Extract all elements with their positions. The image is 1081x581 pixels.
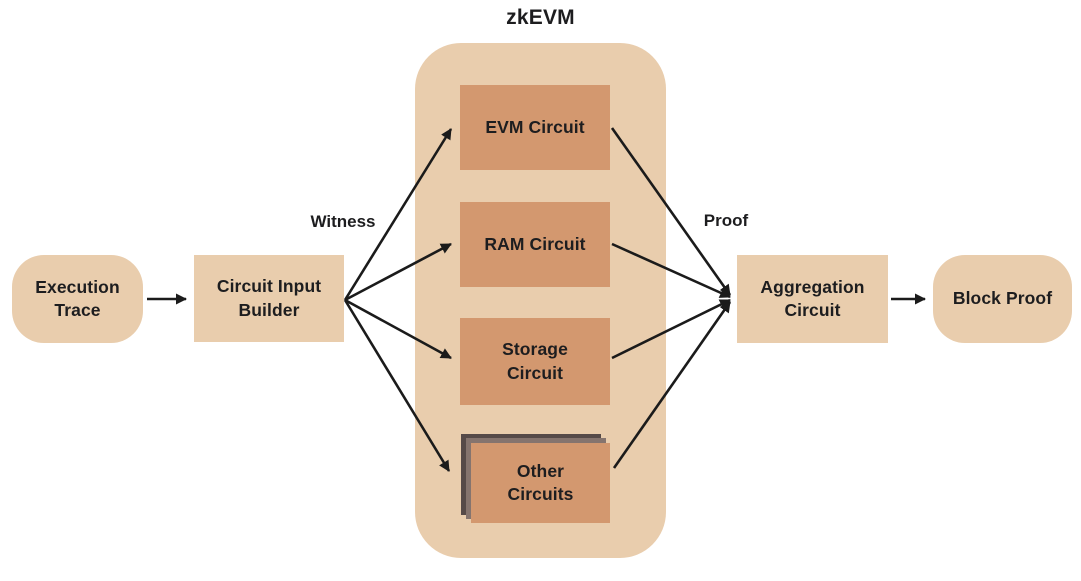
node-label-line: Aggregation — [760, 276, 865, 297]
node-label-line: Other — [516, 460, 565, 481]
node-storage-circuit: Storage Circuit — [460, 318, 610, 405]
edge-label-proof: Proof — [703, 211, 749, 230]
node-label-line: EVM Circuit — [485, 116, 585, 137]
node-ram-circuit: RAM Circuit — [460, 202, 610, 287]
node-label-line: Circuits — [507, 484, 574, 504]
node-label-line: Circuit — [506, 362, 564, 383]
node-execution-trace: Execution Trace — [12, 255, 143, 343]
node-other-circuits: Other Circuits — [471, 443, 610, 523]
node-evm-circuit: EVM Circuit — [460, 85, 610, 170]
node-label-line: RAM Circuit — [484, 233, 586, 254]
node-label-line: Block Proof — [952, 288, 1053, 309]
node-label-line: Storage — [502, 339, 568, 360]
node-label-line: Builder — [238, 299, 300, 320]
node-label-line: Trace — [54, 300, 101, 320]
node-label-line: Circuit — [784, 300, 841, 320]
node-label-line: Execution — [35, 276, 120, 297]
edge-label-witness: Witness — [310, 212, 376, 231]
node-block-proof: Block Proof — [933, 255, 1072, 343]
node-circuit-input-builder: Circuit Input Builder — [194, 255, 344, 342]
node-label-line: Circuit Input — [216, 276, 322, 297]
node-aggregation-circuit: Aggregation Circuit — [737, 255, 888, 343]
zkevm-container-title: zkEVM — [506, 6, 575, 29]
